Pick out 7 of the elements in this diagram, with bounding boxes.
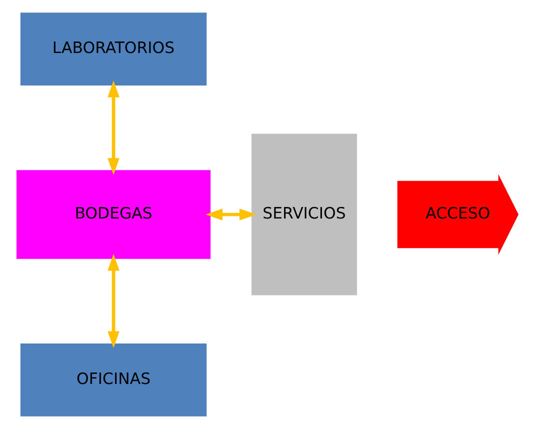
node-box: BODEGAS <box>16 170 211 259</box>
arrow <box>108 80 120 175</box>
arrow <box>108 254 120 348</box>
arrow <box>206 208 256 220</box>
node-box: OFICINAS <box>20 344 207 416</box>
node-box: LABORATORIOS <box>20 12 207 86</box>
node-box: SERVICIOS <box>252 134 357 296</box>
